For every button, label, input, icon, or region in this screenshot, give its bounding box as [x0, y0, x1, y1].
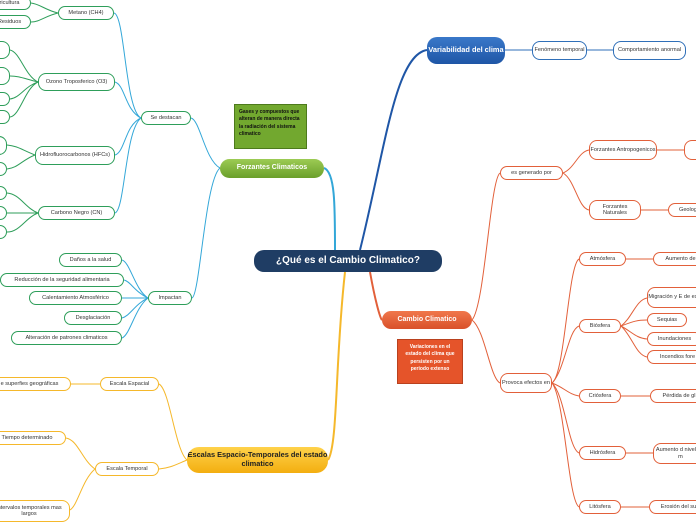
agricultura-node[interactable]: ricultura	[0, 0, 31, 10]
carbono-node[interactable]: Carbono Negro (CN)	[38, 206, 115, 220]
geolog-node[interactable]: Geolog	[668, 203, 696, 217]
ozono-node[interactable]: Ozono Troposferico (O3)	[38, 73, 115, 91]
tiempo-node[interactable]: Tiempo determinado	[0, 431, 66, 445]
escala-espacial-node[interactable]: Escala Espacial	[100, 377, 159, 391]
superficies-node[interactable]: e superfies geográficas	[0, 377, 71, 391]
erosion-node[interactable]: Erosión del su	[649, 500, 696, 514]
ozono-child-4[interactable]	[0, 110, 10, 124]
generado-por-node[interactable]: es generado por	[500, 166, 563, 180]
root-topic[interactable]: ¿Qué es el Cambio Climatico?	[254, 250, 442, 272]
metano-node[interactable]: Metano (CH4)	[58, 6, 114, 20]
residuos-node[interactable]: Residuos	[0, 15, 31, 29]
hfc-node[interactable]: Hidrofluorocarbonos (HFCs)	[35, 146, 115, 165]
impacto-salud[interactable]: Daños a la salud	[59, 253, 122, 267]
inundaciones-node[interactable]: Inundaciones	[647, 332, 696, 346]
comportamiento-anormal-node[interactable]: Comportamiento anormal	[613, 41, 686, 60]
migracion-node[interactable]: Migración y E de espec	[647, 287, 696, 308]
impacto-calentamiento[interactable]: Calentamiento Atmosférico	[29, 291, 122, 305]
escalas-node[interactable]: Escalas Espacio-Temporales del estado cl…	[187, 447, 328, 473]
atmosfera-node[interactable]: Atmósfera	[579, 252, 626, 266]
perdida-node[interactable]: Pérdida de gl	[650, 389, 696, 403]
biosfera-node[interactable]: Biósfera	[579, 319, 621, 333]
aumento-nivel-node[interactable]: Aumento d nivel del m	[653, 443, 696, 464]
intervalos-node[interactable]: intervalos temporales mas largos	[0, 500, 70, 522]
naturales-node[interactable]: Forzantes Naturales	[589, 200, 641, 220]
incendios-node[interactable]: Incendios fore	[647, 350, 696, 364]
impacto-seguridad-alimentaria[interactable]: Reducción de la seguridad alimentaria	[0, 273, 124, 287]
impacto-desglaciacion[interactable]: Desglaciación	[64, 311, 122, 325]
antropogenicos-node[interactable]: Forzantes Antropogenicos	[589, 140, 657, 160]
sequias-node[interactable]: Sequias	[647, 313, 687, 327]
provoca-node[interactable]: Provoca efectos en	[500, 373, 552, 393]
cambio-node[interactable]: Cambio Climatico	[382, 311, 472, 329]
aumento-de-node[interactable]: Aumento de	[653, 252, 696, 266]
cambio-note: Variaciones en el estado del clima que p…	[397, 339, 463, 384]
impactan-node[interactable]: Impactan	[148, 291, 192, 305]
litosfera-node[interactable]: Litósfera	[579, 500, 621, 514]
forzantes-node[interactable]: Forzantes Climaticos	[220, 159, 324, 178]
forzantes-note: Gases y compuestos que alteran de manera…	[234, 104, 307, 149]
impacto-patrones[interactable]: Alteración de patrones climaticos	[11, 331, 122, 345]
variabilidad-node[interactable]: Variabilidad del clima	[427, 37, 505, 64]
antropogenicos-child[interactable]	[684, 140, 696, 160]
criosfera-node[interactable]: Criósfera	[579, 389, 621, 403]
ozono-child-3[interactable]	[0, 92, 10, 106]
se-destacan-node[interactable]: Se destacan	[141, 111, 191, 125]
fenomeno-temporal-node[interactable]: Fenómeno temporal	[532, 41, 587, 60]
hidrosfera-node[interactable]: Hidrósfera	[579, 446, 626, 460]
escala-temporal-node[interactable]: Escala Temporal	[95, 462, 159, 476]
